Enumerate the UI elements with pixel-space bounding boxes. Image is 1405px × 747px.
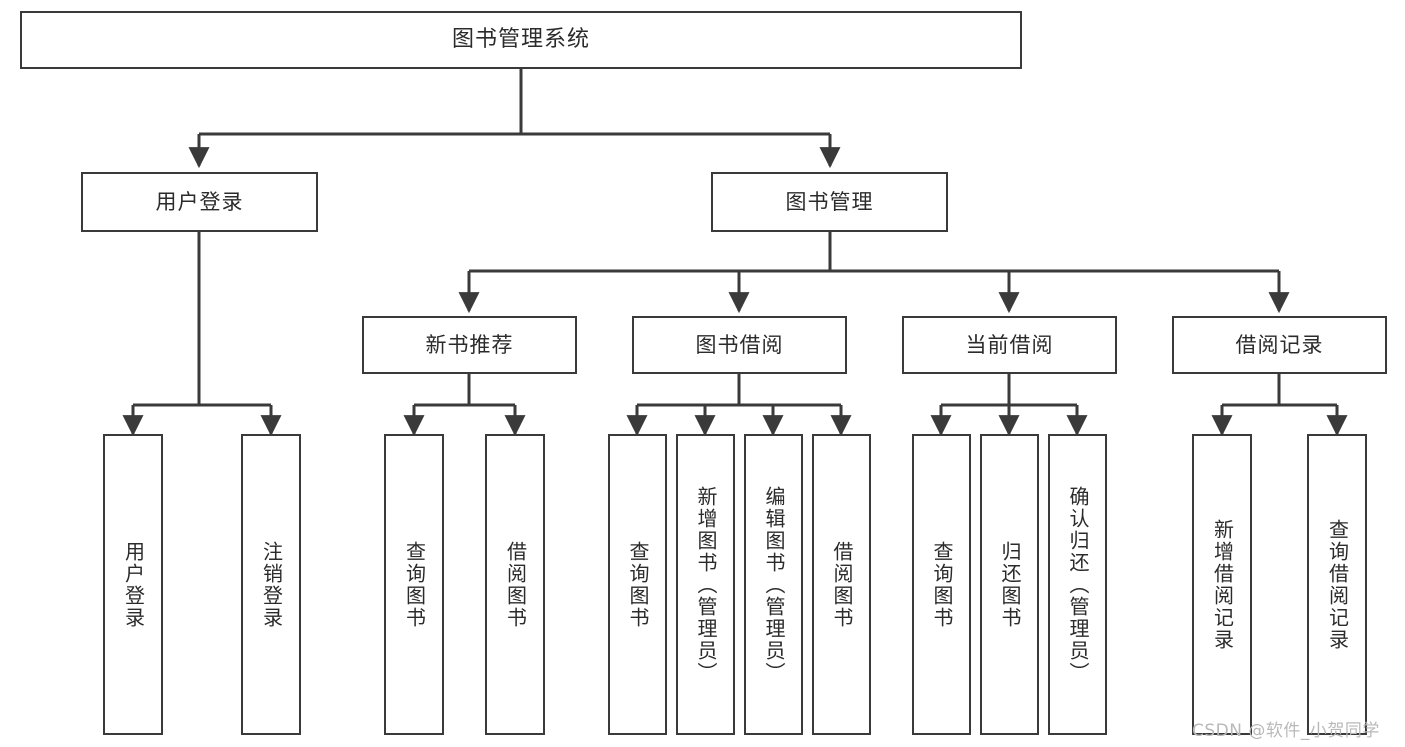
node-new-book-recommend-label: 新书推荐 [425, 332, 514, 357]
leaf-confirm-return[interactable]: 确认归还（管理员） [1048, 434, 1107, 735]
leaf-add-record-label: 新增借阅记录 [1210, 518, 1235, 651]
leaf-query-book-2[interactable]: 查询图书 [608, 434, 667, 735]
leaf-borrow-book-1[interactable]: 借阅图书 [485, 434, 545, 735]
node-book-manage[interactable]: 图书管理 [711, 172, 948, 232]
leaf-borrow-book-2[interactable]: 借阅图书 [812, 434, 871, 735]
node-root-label: 图书管理系统 [451, 27, 590, 53]
leaf-query-record[interactable]: 查询借阅记录 [1307, 434, 1367, 735]
leaf-query-book-3-label: 查询图书 [930, 540, 954, 629]
node-root[interactable]: 图书管理系统 [20, 11, 1022, 69]
leaf-query-book-1[interactable]: 查询图书 [384, 434, 444, 735]
leaf-user-login-label: 用户登录 [121, 540, 146, 629]
watermark: CSDN @软件_小贺同学 [1192, 721, 1380, 741]
leaf-borrow-book-1-label: 借阅图书 [503, 540, 528, 629]
leaf-user-logout[interactable]: 注销登录 [241, 434, 301, 735]
node-new-book-recommend[interactable]: 新书推荐 [362, 316, 577, 374]
node-book-borrow-label: 图书借阅 [695, 332, 784, 357]
leaf-user-logout-label: 注销登录 [259, 540, 284, 629]
leaf-edit-book-label: 编辑图书（管理员） [762, 485, 786, 684]
node-user-login[interactable]: 用户登录 [81, 172, 318, 232]
node-current-borrow-label: 当前借阅 [965, 332, 1054, 357]
leaf-user-login[interactable]: 用户登录 [103, 434, 163, 735]
node-book-manage-label: 图书管理 [785, 189, 874, 214]
leaf-query-record-label: 查询借阅记录 [1325, 518, 1350, 651]
leaf-edit-book[interactable]: 编辑图书（管理员） [744, 434, 803, 735]
node-borrow-record[interactable]: 借阅记录 [1172, 316, 1387, 374]
leaf-query-book-1-label: 查询图书 [402, 540, 427, 629]
leaf-borrow-book-2-label: 借阅图书 [830, 540, 854, 629]
leaf-return-book[interactable]: 归还图书 [980, 434, 1039, 735]
node-book-borrow[interactable]: 图书借阅 [632, 316, 847, 374]
node-current-borrow[interactable]: 当前借阅 [902, 316, 1117, 374]
leaf-return-book-label: 归还图书 [998, 540, 1022, 629]
leaf-add-book[interactable]: 新增图书（管理员） [676, 434, 735, 735]
leaf-confirm-return-label: 确认归还（管理员） [1066, 485, 1090, 684]
leaf-add-book-label: 新增图书（管理员） [694, 485, 718, 684]
node-borrow-record-label: 借阅记录 [1235, 332, 1324, 357]
node-user-login-label: 用户登录 [155, 189, 244, 214]
leaf-add-record[interactable]: 新增借阅记录 [1192, 434, 1252, 735]
leaf-query-book-2-label: 查询图书 [626, 540, 650, 629]
leaf-query-book-3[interactable]: 查询图书 [912, 434, 971, 735]
